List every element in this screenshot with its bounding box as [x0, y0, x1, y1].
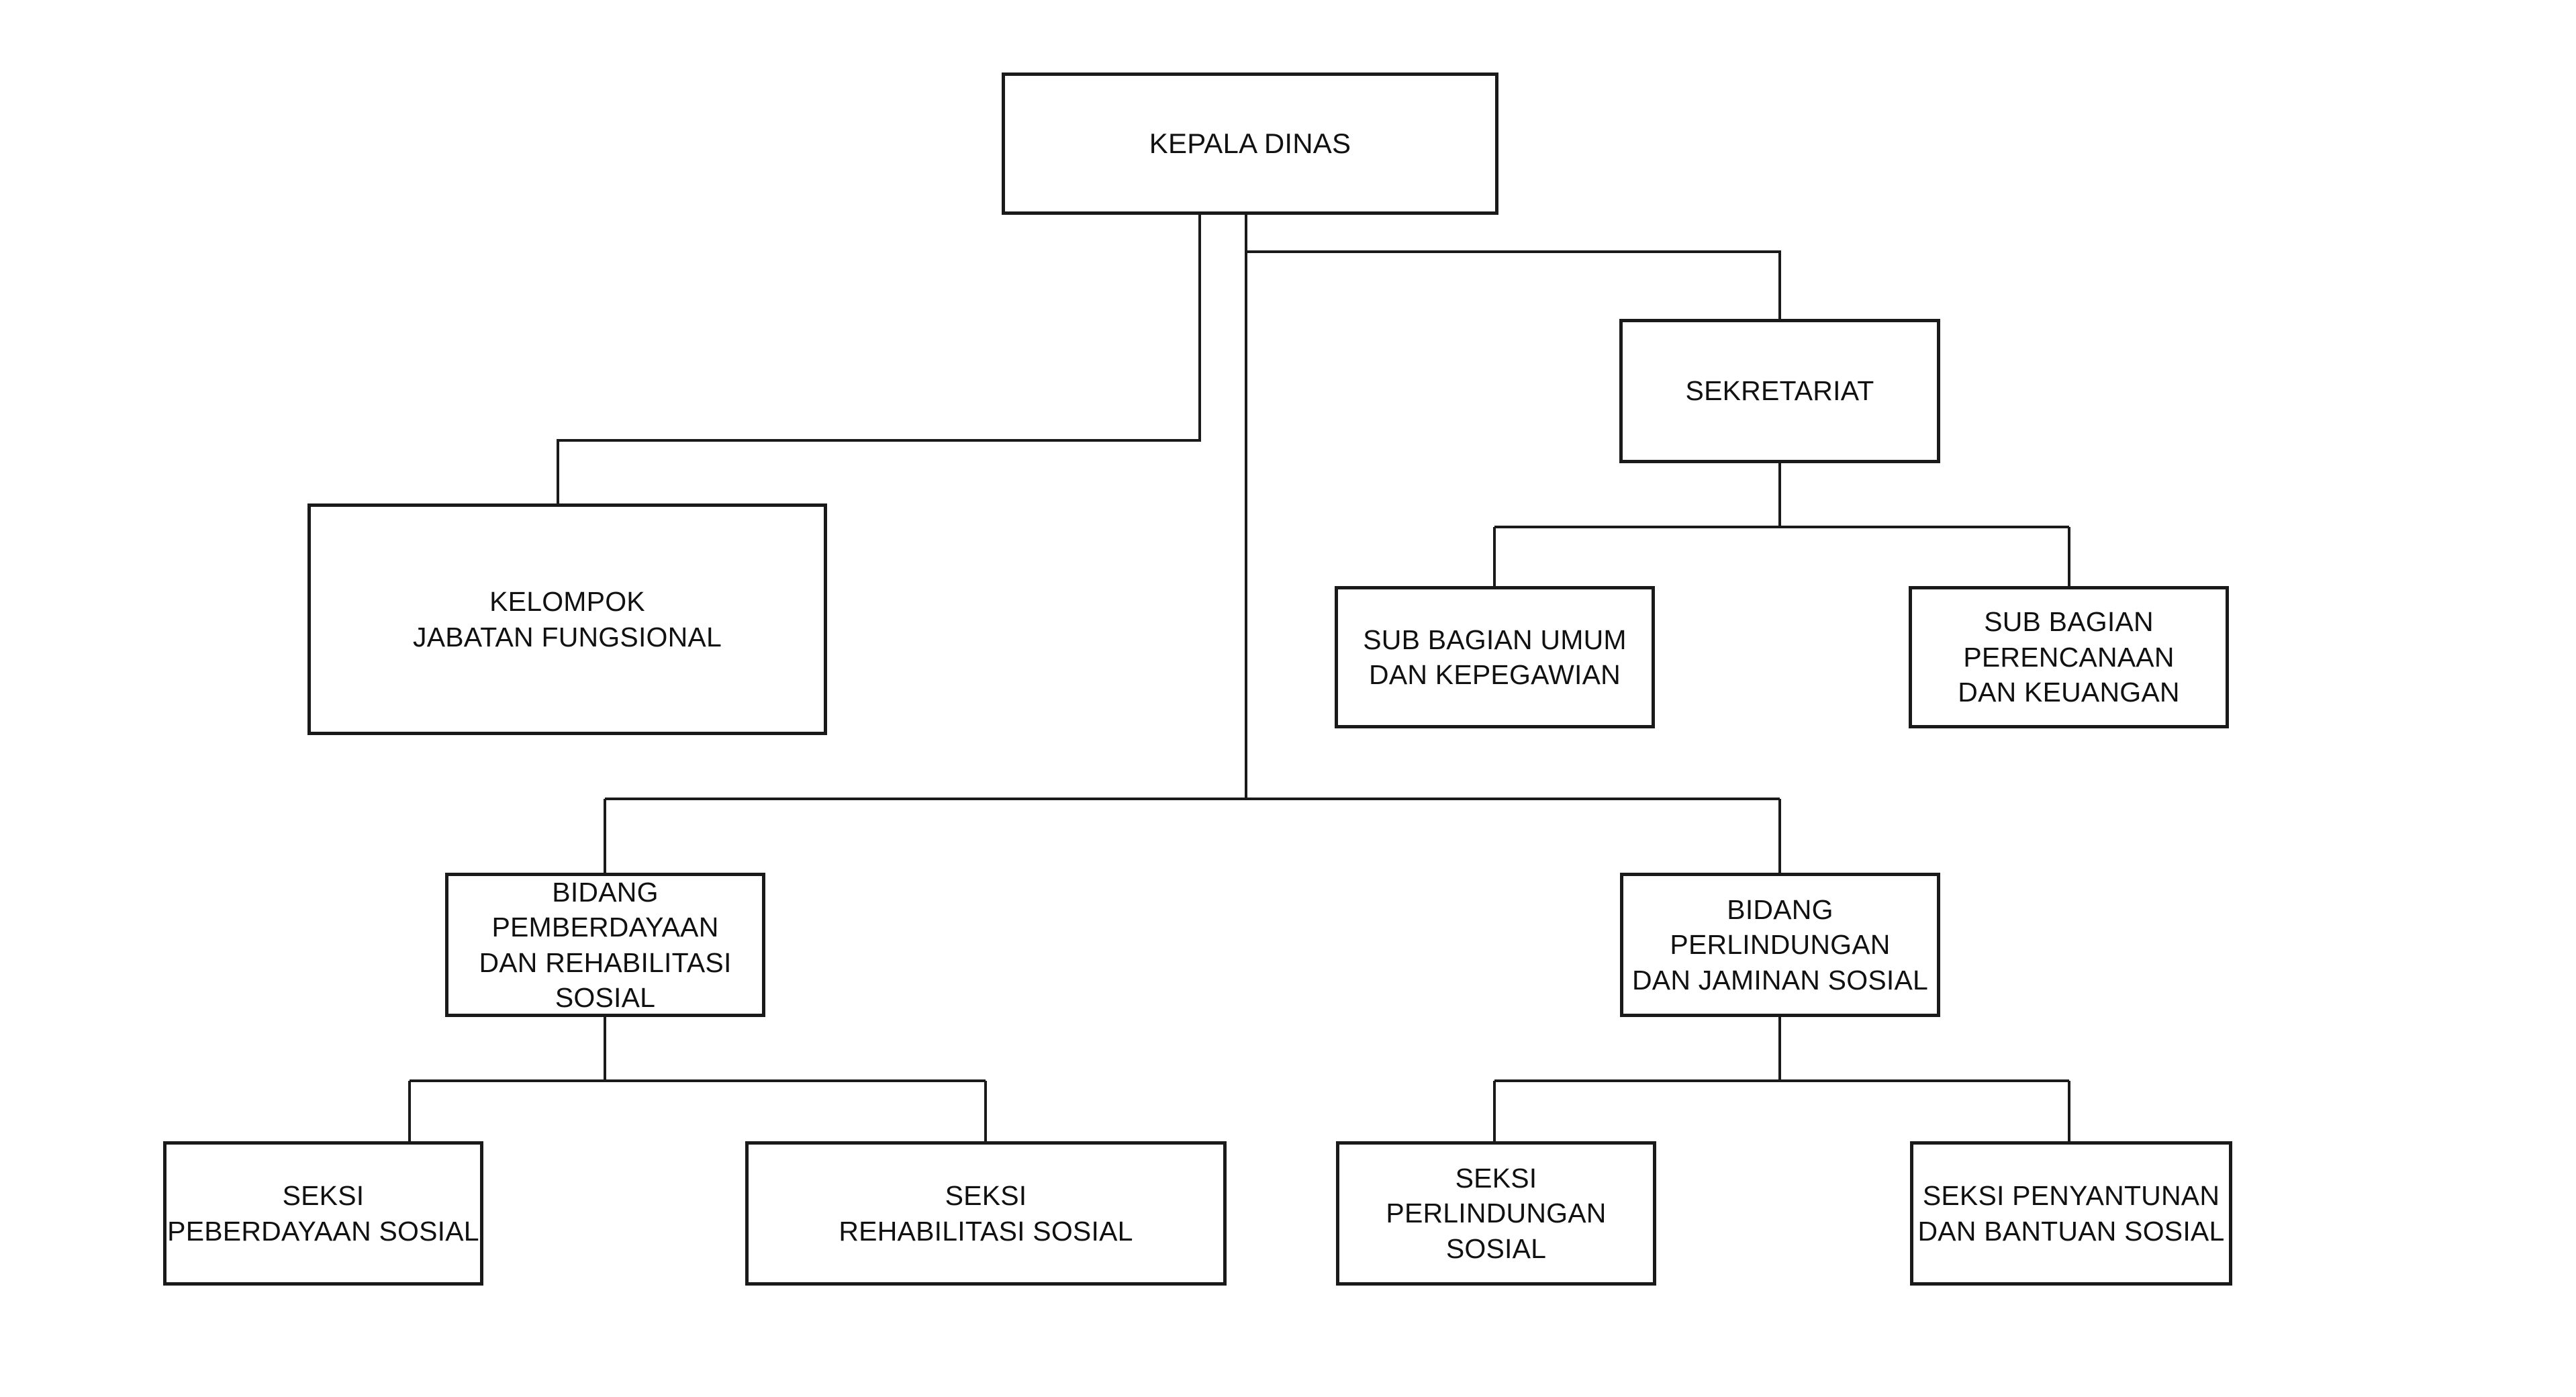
node-seksi-peberdayaan-sosial[interactable]: SEKSI PEBERDAYAAN SOSIAL	[163, 1141, 483, 1286]
node-sub-bagian-umum-dan-kepegawian[interactable]: SUB BAGIAN UMUM DAN KEPEGAWIAN	[1335, 586, 1655, 728]
node-kelompok-jabatan-fungsional[interactable]: KELOMPOK JABATAN FUNGSIONAL	[307, 503, 827, 735]
node-kepala-dinas[interactable]: KEPALA DINAS	[1002, 73, 1498, 215]
node-seksi-penyantunan-dan-bantuan-sosial[interactable]: SEKSI PENYANTUNAN DAN BANTUAN SOSIAL	[1910, 1141, 2232, 1286]
connector-kepala-to-kelompok	[557, 215, 1201, 503]
node-sub-bagian-perencanaan-dan-keuangan[interactable]: SUB BAGIAN PERENCANAAN DAN KEUANGAN	[1909, 586, 2229, 728]
node-bidang-pemberdayaan-dan-rehabilitasi-sosial[interactable]: BIDANG PEMBERDAYAAN DAN REHABILITASI SOS…	[445, 873, 765, 1017]
node-seksi-perlindungan-sosial[interactable]: SEKSI PERLINDUNGAN SOSIAL	[1336, 1141, 1656, 1286]
node-seksi-rehabilitasi-sosial[interactable]: SEKSI REHABILITASI SOSIAL	[745, 1141, 1227, 1286]
connector-kepala-to-sekretariat	[1246, 250, 1781, 319]
node-bidang-perlindungan-dan-jaminan-sosial[interactable]: BIDANG PERLINDUNGAN DAN JAMINAN SOSIAL	[1620, 873, 1940, 1017]
node-sekretariat[interactable]: SEKRETARIAT	[1619, 319, 1940, 463]
